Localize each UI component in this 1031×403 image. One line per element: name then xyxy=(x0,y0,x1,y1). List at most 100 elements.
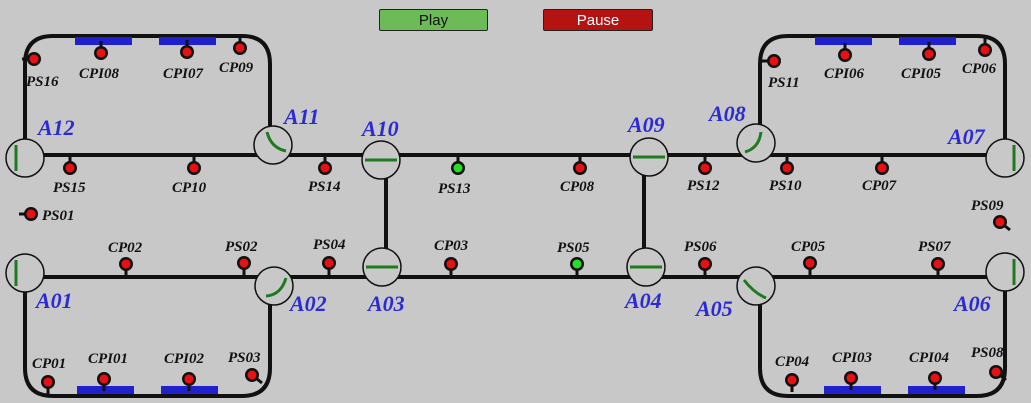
platform-bar xyxy=(75,37,132,45)
switch-label: A06 xyxy=(952,291,991,316)
sensor-label: PS11 xyxy=(768,75,800,91)
switch-node xyxy=(254,266,294,306)
switch-label: A11 xyxy=(282,104,319,129)
sensor-label: PS05 xyxy=(557,240,590,256)
track-segment xyxy=(758,34,1007,162)
sensor-label: CPI05 xyxy=(901,66,942,82)
sensor-light xyxy=(43,377,53,387)
sensor-light xyxy=(995,217,1005,227)
sensor-light xyxy=(700,163,710,173)
switch-position xyxy=(744,131,763,154)
sensor-light xyxy=(924,49,934,59)
sensor-light xyxy=(769,56,779,66)
track-segment xyxy=(23,274,272,398)
switch-position xyxy=(265,277,288,298)
sensor-label: CPI07 xyxy=(163,66,204,82)
sensor-light xyxy=(121,259,131,269)
pause-button[interactable]: Pause xyxy=(543,9,653,31)
play-button[interactable]: Play xyxy=(379,9,488,31)
sensor-label: CP01 xyxy=(32,356,66,372)
switch-node xyxy=(985,138,1025,178)
sensor-label: PS09 xyxy=(971,198,1004,214)
sensor-label: CP07 xyxy=(862,178,897,194)
sensor-light xyxy=(575,163,585,173)
sensor-label: CPI04 xyxy=(909,350,950,366)
switch-node xyxy=(985,252,1025,292)
sensor-label: PS02 xyxy=(225,239,258,255)
sensor-light xyxy=(235,43,245,53)
switch-label: A08 xyxy=(707,101,746,126)
switch-node xyxy=(5,253,45,293)
track-segment xyxy=(23,34,272,159)
sensor-light xyxy=(933,259,943,269)
sensor-light xyxy=(96,48,106,58)
sensor-light xyxy=(787,375,797,385)
platform-bar xyxy=(899,37,956,45)
sensor-label: PS14 xyxy=(308,179,341,195)
switch-node xyxy=(5,138,45,178)
sensor-label: CP08 xyxy=(560,179,595,195)
sensor-light xyxy=(572,259,582,269)
sensor-label: CPI01 xyxy=(88,351,128,367)
switch-node xyxy=(736,266,776,306)
sensor-label: CP09 xyxy=(219,60,254,76)
switch-label: A05 xyxy=(694,296,733,321)
sensor-label: CPI03 xyxy=(832,350,873,366)
switch-label: A04 xyxy=(623,288,662,313)
sensor-label: CP06 xyxy=(962,61,997,77)
sensor-light xyxy=(453,163,463,173)
sensor-label: PS06 xyxy=(684,239,717,255)
sensor-label: CP03 xyxy=(434,238,469,254)
sensor-light xyxy=(840,50,850,60)
sensor-label: CP05 xyxy=(791,239,826,255)
sensor-label: CP10 xyxy=(172,180,207,196)
sensor-light xyxy=(247,370,257,380)
platform-bar xyxy=(815,37,872,45)
sensor-light xyxy=(239,258,249,268)
sensor-label: PS08 xyxy=(971,345,1004,361)
sensor-label: CP04 xyxy=(775,354,810,370)
sensor-label: PS03 xyxy=(228,350,261,366)
sensor-light xyxy=(991,367,1001,377)
sensor-label: PS16 xyxy=(26,74,59,90)
sensor-light xyxy=(184,374,194,384)
sensor-label: PS15 xyxy=(53,180,86,196)
sensor-light xyxy=(320,163,330,173)
sensor-light xyxy=(846,373,856,383)
sensor-label: CPI02 xyxy=(164,351,205,367)
switch-label: A07 xyxy=(946,124,986,149)
sensor-light xyxy=(182,47,192,57)
sensor-label: PS01 xyxy=(42,208,75,224)
sensor-light xyxy=(782,163,792,173)
switch-label: A01 xyxy=(34,288,73,313)
sensor-light xyxy=(700,259,710,269)
sensor-light xyxy=(980,45,990,55)
sensor-label: PS07 xyxy=(918,239,951,255)
sensor-label: PS13 xyxy=(438,181,471,197)
sensor-label: CPI08 xyxy=(79,66,120,82)
sensor-light xyxy=(324,258,334,268)
switch-label: A02 xyxy=(288,291,327,316)
switch-position xyxy=(265,131,287,153)
switch-label: A12 xyxy=(36,115,75,140)
sensor-label: PS12 xyxy=(687,178,720,194)
sensor-label: PS04 xyxy=(313,237,346,253)
switch-label: A10 xyxy=(360,116,399,141)
sensor-light xyxy=(446,259,456,269)
sensor-label: PS10 xyxy=(769,178,802,194)
sensor-light xyxy=(877,163,887,173)
track-lines xyxy=(23,34,1007,398)
switch-position xyxy=(742,279,767,300)
sensor-light xyxy=(189,163,199,173)
switch-label: A03 xyxy=(366,291,405,316)
sensor-label: CP02 xyxy=(108,240,143,256)
platforms xyxy=(75,37,965,394)
sensor-light xyxy=(930,373,940,383)
sensor-light xyxy=(29,54,39,64)
sensor-light xyxy=(65,163,75,173)
sensor-light xyxy=(99,374,109,384)
sensor-light xyxy=(805,258,815,268)
